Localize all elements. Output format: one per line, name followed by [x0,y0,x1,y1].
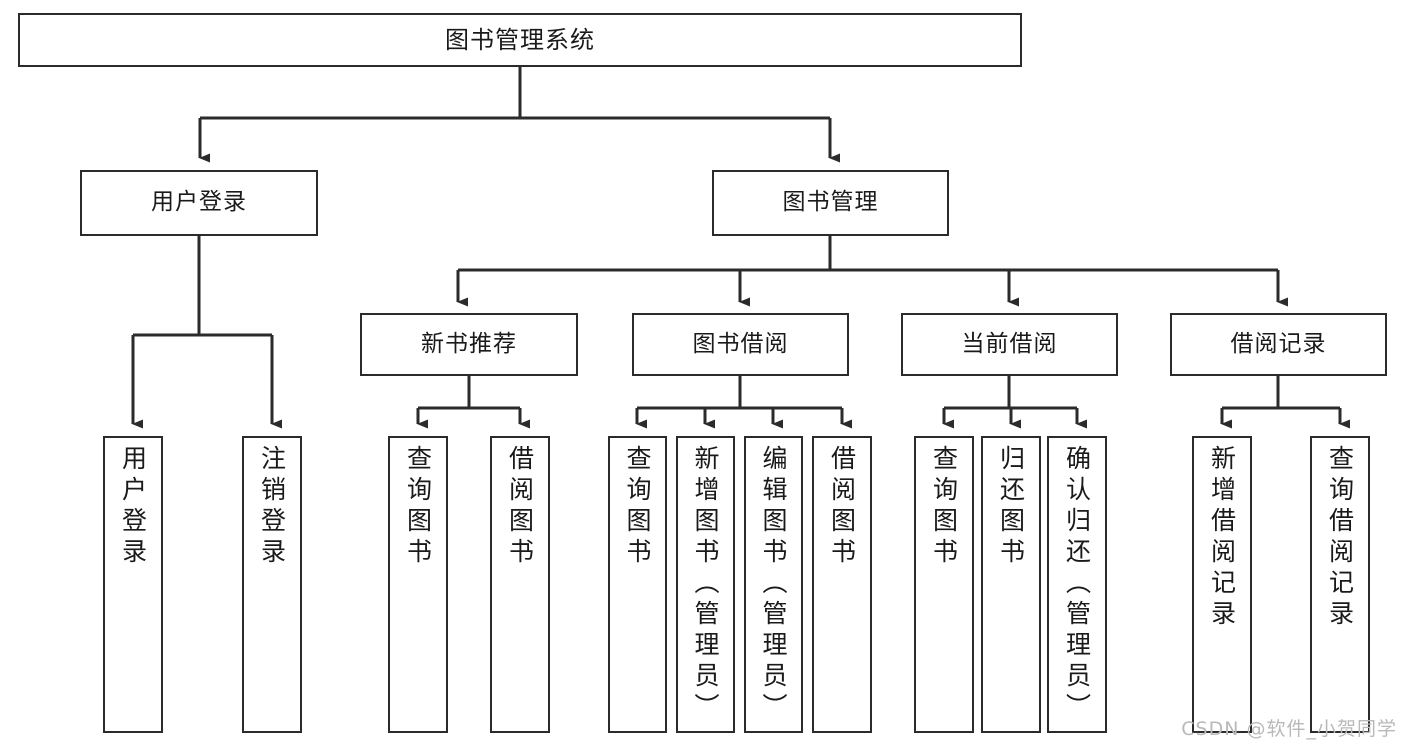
node-label: 归还图书 [996,445,1026,569]
node-label: 图书管理系统 [445,25,595,54]
node-label: 查询借阅记录 [1325,445,1355,631]
leaf-current-borrow-confirm-return[interactable]: 确认归还（管理员） [1047,436,1107,733]
leaf-user-login-login[interactable]: 用户登录 [103,436,163,733]
node-label: 新增借阅记录 [1207,445,1237,631]
leaf-book-borrow-add[interactable]: 新增图书（管理员） [676,436,735,733]
node-label: 查询图书 [929,445,959,569]
node-current-borrow[interactable]: 当前借阅 [901,313,1118,376]
node-root-system[interactable]: 图书管理系统 [18,13,1022,67]
leaf-new-book-borrow[interactable]: 借阅图书 [490,436,550,733]
node-label: 图书管理 [782,189,879,216]
node-label: 借阅记录 [1230,330,1327,357]
leaf-borrow-record-add[interactable]: 新增借阅记录 [1192,436,1252,733]
leaf-book-borrow-edit[interactable]: 编辑图书（管理员） [744,436,803,733]
leaf-user-login-logout[interactable]: 注销登录 [242,436,302,733]
node-label: 注销登录 [257,445,287,569]
node-label: 编辑图书（管理员） [759,445,788,724]
leaf-book-borrow-borrow[interactable]: 借阅图书 [812,436,872,733]
node-label: 借阅图书 [827,445,857,569]
node-label: 用户登录 [118,445,148,569]
node-label: 用户登录 [151,189,247,216]
leaf-borrow-record-query[interactable]: 查询借阅记录 [1310,436,1370,733]
node-label: 新书推荐 [421,330,517,357]
node-label: 查询图书 [403,445,433,569]
node-label: 新增图书（管理员） [691,445,720,724]
node-label: 借阅图书 [505,445,535,569]
node-book-borrow[interactable]: 图书借阅 [632,313,849,376]
node-user-login[interactable]: 用户登录 [80,170,318,236]
leaf-current-borrow-return[interactable]: 归还图书 [981,436,1041,733]
leaf-book-borrow-query[interactable]: 查询图书 [608,436,667,733]
leaf-current-borrow-query[interactable]: 查询图书 [914,436,974,733]
node-label: 图书借阅 [692,330,789,357]
watermark-text: CSDN @软件_小贺同学 [1181,718,1397,740]
node-borrow-record[interactable]: 借阅记录 [1170,313,1387,376]
node-book-management[interactable]: 图书管理 [712,170,949,236]
node-label: 当前借阅 [961,330,1058,357]
node-label: 确认归还（管理员） [1062,445,1092,724]
node-label: 查询图书 [623,445,652,569]
node-new-book-recommend[interactable]: 新书推荐 [360,313,578,376]
leaf-new-book-query[interactable]: 查询图书 [388,436,448,733]
